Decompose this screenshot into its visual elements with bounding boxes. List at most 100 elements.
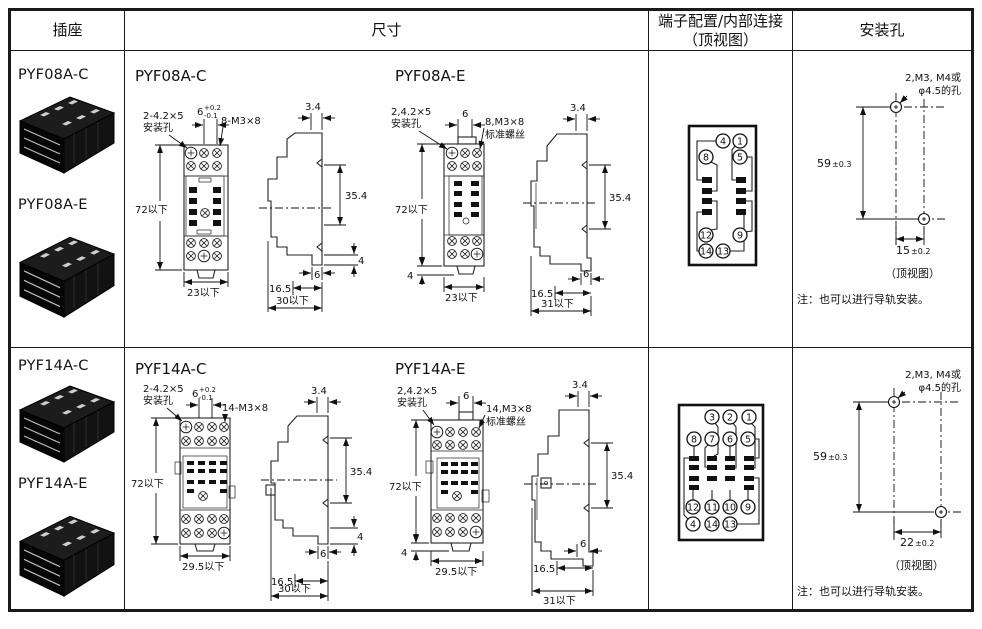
- width-dim: 29.5以下: [182, 562, 224, 573]
- header-terminal-label-line2: （顶视图）: [682, 30, 758, 49]
- pin-6: 6: [727, 435, 733, 446]
- front-dimensions: 2-4.2×5 安装孔 6 +0.2 -0.1 14-M3×8 72以下 29.…: [131, 384, 268, 573]
- side-view: [261, 415, 337, 545]
- mount-hole-note2: 安装孔: [143, 394, 173, 407]
- pin-5: 5: [745, 435, 751, 446]
- terminal-cell-pyf08a: 4 1 8 5 12 9 14 13: [649, 51, 793, 348]
- model-label-pyf08a-e: PYF08A-E: [18, 197, 88, 213]
- vertical-pitch-dim: 59: [817, 157, 831, 170]
- mount-hole-note2: 安装孔: [391, 117, 421, 130]
- vertical-pitch-tol: ±0.3: [832, 160, 851, 169]
- mounting-cell-pyf08a: 2,M3, M4或 φ4.5的孔 59 ±0.3 15 ±0.2 （顶: [793, 51, 971, 348]
- top-thickness-dim: 3.4: [570, 103, 586, 114]
- pitch-dim: 6: [197, 107, 203, 118]
- width-dim: 23以下: [445, 293, 478, 304]
- pin-8: 8: [703, 153, 709, 164]
- width-dim: 29.5以下: [435, 567, 477, 578]
- side-view: [523, 133, 597, 272]
- foot-dim: 4: [401, 548, 407, 559]
- product-photo-pyf08a-c: [19, 96, 115, 174]
- screw-note2: 标准螺丝: [486, 416, 526, 428]
- mount-hole-top: [889, 100, 903, 114]
- side-view: [259, 132, 331, 266]
- mounting-hole-diagram-pyf08a: 2,M3, M4或 φ4.5的孔 59 ±0.3 15 ±0.2 （顶: [797, 72, 962, 306]
- pin-2: 2: [727, 413, 733, 424]
- pin-10: 10: [724, 503, 736, 514]
- mounting-hole-diagram-pyf14a: 2,M3, M4或 φ4.5的孔 59 ±0.3 22 ±0.2 （顶: [797, 369, 962, 598]
- pitch-tol-plus: +0.2: [199, 386, 216, 394]
- mount-hole-top: [887, 395, 901, 409]
- header-cell-dimensions: 尺寸: [125, 11, 649, 51]
- vertical-pitch-tol: ±0.3: [828, 453, 847, 462]
- pin-11: 11: [706, 503, 718, 514]
- mount-hole-note: 2,4.2×5: [397, 386, 437, 397]
- socket-cell-pyf08a: PYF08A-C PYF08A-E: [11, 51, 125, 348]
- drawing-title: PYF14A-C: [135, 360, 206, 378]
- product-photo-pyf14a-e: [19, 515, 115, 597]
- pitch-tol-minus: -0.1: [199, 394, 213, 402]
- rail-mount-note: 注：也可以进行导轨安装。: [797, 292, 929, 306]
- hole-spec-note2: φ4.5的孔: [919, 84, 962, 97]
- side-dimensions: 3.4 35.4 6 16.5 31以下: [531, 380, 633, 607]
- rail-mount-note: 注：也可以进行导轨安装。: [797, 584, 929, 598]
- dimension-drawing-pyf14a-e: PYF14A-E 2,4.2×5 安装孔: [389, 360, 633, 607]
- side-dimensions: 3.4 35.4 6 16.5 31以下: [530, 103, 631, 316]
- product-photo-pyf08a-e: [19, 236, 115, 318]
- dimension-drawing-pyf08a-c: PYF08A-C 2-4.2×5 安装孔: [135, 67, 367, 312]
- height-dim: 72以下: [135, 205, 168, 216]
- mount-hole-note: 2,4.2×5: [391, 107, 431, 118]
- side-view: [524, 409, 597, 567]
- depth-b-dim: 31以下: [541, 299, 574, 310]
- side-dimensions: 3.4 35.4 4 6 16.5 30以下: [267, 102, 367, 312]
- drawing-title: PYF08A-E: [395, 67, 465, 85]
- socket-cell-pyf14a: PYF14A-C PYF14A-E: [11, 348, 125, 609]
- foot-height-dim: 4: [358, 256, 364, 267]
- vertical-pitch-dim: 59: [813, 450, 827, 463]
- pitch-tol-minus: -0.1: [204, 112, 218, 120]
- pin-numbers: 4 1 8 5 12 9 14 13: [698, 133, 748, 259]
- product-photo-pyf14a-c: [19, 385, 115, 463]
- pin-12: 12: [687, 503, 699, 514]
- front-view: [174, 417, 236, 552]
- front-dimensions: 2-4.2×5 安装孔 6 +0.2 -0.1 8-M3×8 72以下 23以下: [135, 104, 261, 299]
- dimensions: 59 ±0.3 15 ±0.2: [817, 106, 930, 257]
- pin-13: 13: [717, 247, 729, 258]
- terminal-diagram-pyf08a: 4 1 8 5 12 9 14 13: [687, 124, 758, 267]
- mount-hole-bottom: [934, 505, 948, 519]
- pin-9: 9: [737, 231, 743, 242]
- pin-numbers: 3 2 1 8 7 6 5 12 11 10 9 4 14 13: [685, 409, 757, 532]
- model-label-pyf14a-c: PYF14A-C: [18, 358, 89, 374]
- side-height-dim: 35.4: [611, 471, 633, 482]
- pin-1: 1: [746, 413, 752, 424]
- mount-hole-note2: 安装孔: [397, 396, 427, 409]
- terminal-slots: [689, 456, 754, 490]
- depth-a-dim: 16.5: [269, 284, 291, 295]
- pin-12: 12: [700, 231, 712, 242]
- dimension-drawing-pyf08a-e: PYF08A-E 2,4.2×5 安装孔: [391, 67, 631, 316]
- view-label: （顶视图）: [889, 558, 944, 572]
- horizontal-pitch-tol: ±0.2: [915, 539, 934, 548]
- depth-b-dim: 30以下: [278, 584, 311, 595]
- terminal-diagram-pyf14a: 3 2 1 8 7 6 5 12 11 10 9 4 14 13: [677, 403, 765, 542]
- dimensions: 59 ±0.3 22 ±0.2: [813, 401, 942, 549]
- rail-width-dim: 6: [314, 270, 320, 281]
- header-cell-mounting: 安装孔: [793, 11, 971, 51]
- depth-b-dim: 31以下: [543, 596, 576, 607]
- view-label: （顶视图）: [885, 266, 940, 280]
- top-thickness-dim: 3.4: [572, 380, 588, 391]
- hole-spec-note2: φ4.5的孔: [919, 381, 962, 394]
- model-label-pyf14a-e: PYF14A-E: [18, 476, 88, 492]
- header-dimensions-label: 尺寸: [371, 21, 402, 40]
- centerlines: [886, 388, 961, 541]
- screw-note2: 标准螺丝: [485, 129, 525, 141]
- top-thickness-dim: 3.4: [311, 386, 327, 397]
- rail-width-dim: 6: [583, 269, 589, 280]
- dimensions-cell-pyf08a: PYF08A-C 2-4.2×5 安装孔: [125, 51, 649, 348]
- horizontal-pitch-tol: ±0.2: [911, 247, 930, 256]
- terminal-slots: [702, 177, 746, 215]
- side-height-dim: 35.4: [350, 467, 372, 478]
- mount-hole-bottom: [917, 212, 931, 226]
- rail-width-dim: 6: [320, 549, 326, 560]
- depth-b-dim: 30以下: [276, 296, 309, 307]
- dimension-drawing-pyf14a-c: PYF14A-C 2-4.2×5 安装孔: [131, 360, 372, 601]
